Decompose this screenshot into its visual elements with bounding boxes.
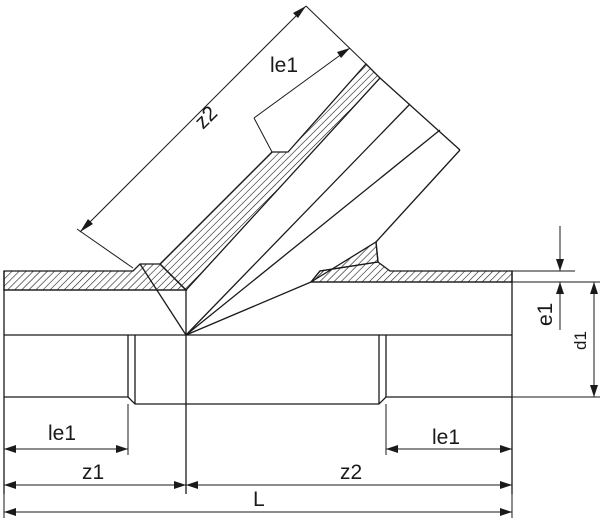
branch-end-cap xyxy=(379,77,461,151)
branch-right-wall xyxy=(310,240,379,283)
branch-pipe xyxy=(139,63,461,336)
e1-arrow-top xyxy=(556,259,564,271)
z2-arrow-b xyxy=(500,481,512,489)
z2-branch-dim-line xyxy=(79,5,307,233)
branch-bore-line-1 xyxy=(185,103,411,336)
d1-label: d1 xyxy=(571,331,590,350)
le1-right-label: le1 xyxy=(432,426,460,449)
z2-arrow-a xyxy=(186,481,198,489)
le1-left-label: le1 xyxy=(48,422,76,445)
z1-arrow-b xyxy=(174,481,186,489)
L-arrow-a xyxy=(4,508,16,516)
z2-branch-ext-lower xyxy=(76,228,134,269)
z2-branch-arrow-lower xyxy=(80,219,93,232)
z2-branch-ext-upper xyxy=(305,5,367,65)
z1-arrow-a xyxy=(4,481,16,489)
le1-right-arrow-a xyxy=(386,445,398,453)
le1-right-arrow-b xyxy=(500,445,512,453)
e1-label: e1 xyxy=(534,303,557,326)
vertical-dimensions: e1 d1 xyxy=(512,226,600,398)
le1-branch-label: le1 xyxy=(270,54,298,77)
lower-body-profile xyxy=(4,396,512,405)
le1-left-arrow-a xyxy=(4,445,16,453)
d1-arrow-top xyxy=(590,282,598,294)
branch-bore-line-2 xyxy=(185,129,441,336)
z2-main-label: z2 xyxy=(340,461,362,484)
z1-label: z1 xyxy=(82,461,104,484)
branch-left-wall xyxy=(159,63,381,291)
branch-outer-right xyxy=(375,149,461,243)
L-label: L xyxy=(253,488,265,511)
le1-left-arrow-b xyxy=(116,445,128,453)
le1-branch-ext xyxy=(253,117,273,153)
main-pipe xyxy=(3,261,513,494)
main-top-wall-left xyxy=(3,263,188,291)
d1-arrow-bottom xyxy=(590,385,598,397)
branch-bore-line-4 xyxy=(139,263,187,336)
le1-branch-dim-line xyxy=(253,47,351,119)
horizontal-dimensions: le1 le1 z1 z2 L xyxy=(3,404,513,518)
e1-arrow-bottom xyxy=(556,282,564,294)
z2-branch-label: z2 xyxy=(190,102,222,134)
branch-bore-line-3 xyxy=(185,281,312,336)
L-arrow-b xyxy=(500,508,512,516)
le1-branch-arrow xyxy=(337,48,350,58)
z2-branch-arrow-upper xyxy=(293,6,306,18)
